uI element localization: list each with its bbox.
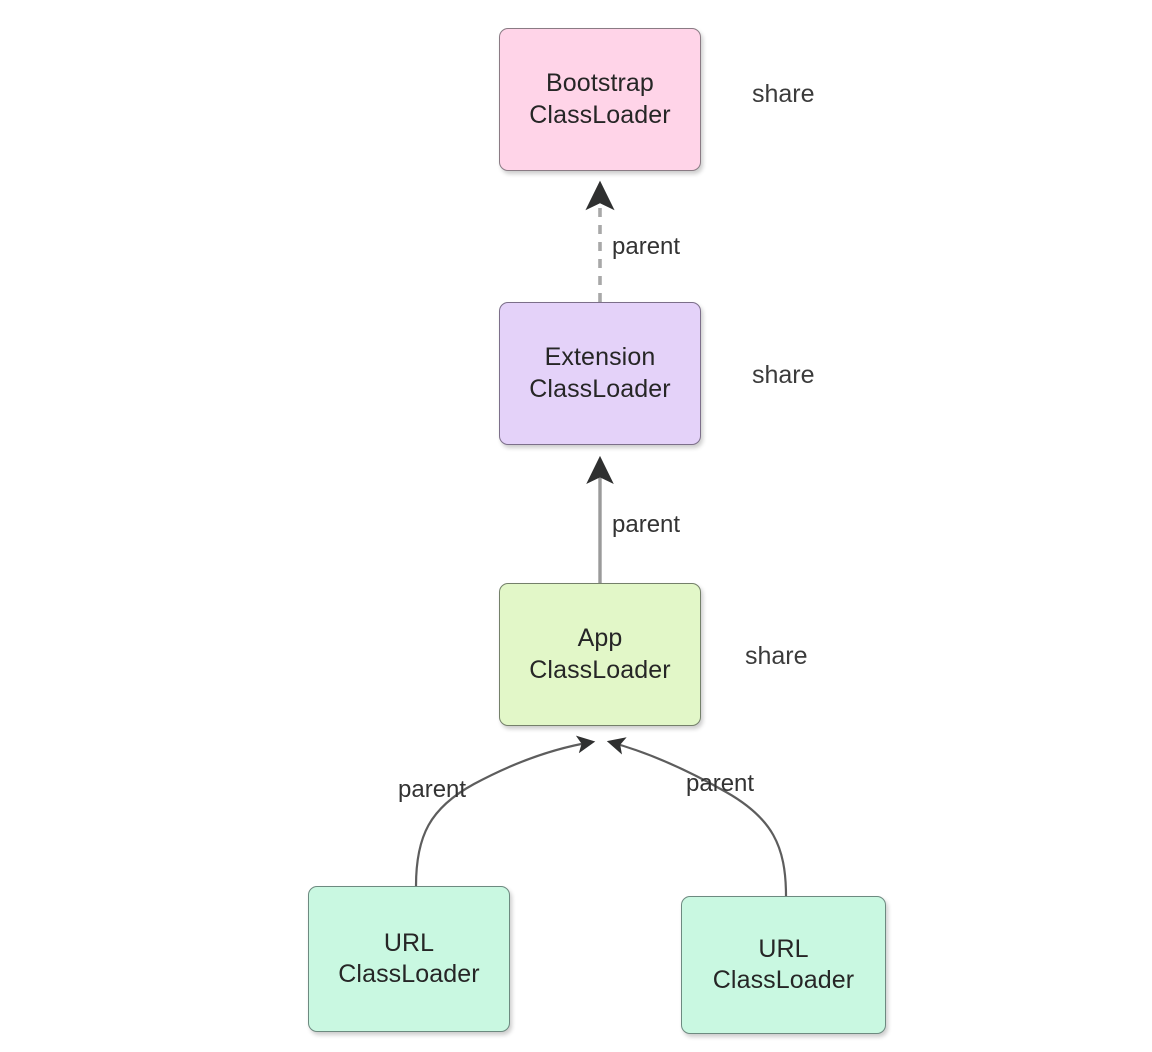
node-extension-classloader-label: Extension ClassLoader <box>529 343 671 403</box>
edge-label-url-left-to-app: parent <box>398 776 467 803</box>
node-url-classloader-right-label: URL ClassLoader <box>712 934 855 995</box>
node-url-classloader-left-label: URL ClassLoader <box>338 928 480 989</box>
node-app-classloader[interactable]: App ClassLoader <box>499 583 701 726</box>
node-extension-classloader[interactable]: Extension ClassLoader <box>499 302 701 445</box>
node-url-classloader-left[interactable]: URL ClassLoader <box>308 886 510 1032</box>
edge-label-url-right-to-app: parent <box>686 770 755 797</box>
annotation-share-app: share <box>745 642 808 670</box>
node-app-classloader-label: App ClassLoader <box>529 624 671 684</box>
edge-url-left-to-app <box>414 735 596 887</box>
node-bootstrap-classloader-label: Bootstrap ClassLoader <box>529 69 671 129</box>
node-url-classloader-right[interactable]: URL ClassLoader <box>681 896 886 1034</box>
annotation-share-extension: share <box>752 361 815 389</box>
edge-url-right-to-app <box>606 737 788 897</box>
edge-label-app-to-extension: parent <box>612 511 681 538</box>
edge-label-extension-to-bootstrap: parent <box>612 233 681 260</box>
node-bootstrap-classloader[interactable]: Bootstrap ClassLoader <box>499 28 701 171</box>
annotation-share-bootstrap: share <box>752 80 815 108</box>
